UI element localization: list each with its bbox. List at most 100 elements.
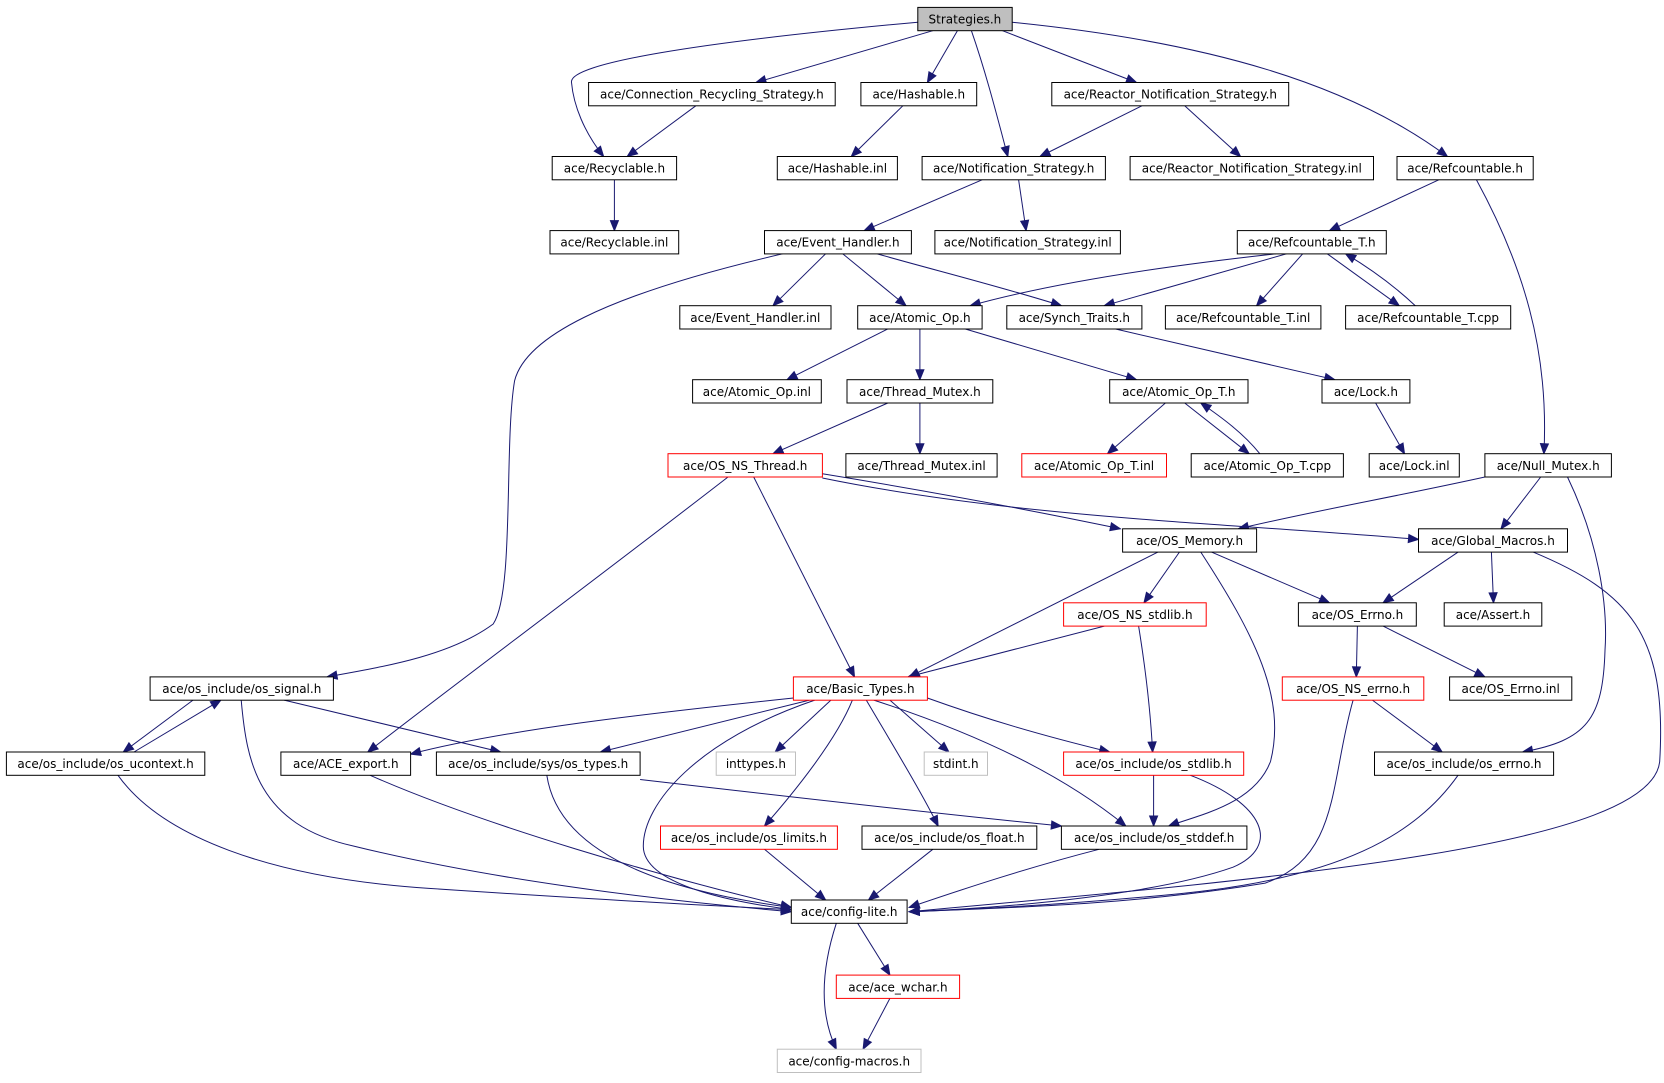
dependency-edges: [117, 21, 1662, 1051]
edge-global_macros_h-to-os_errno_h: [1381, 551, 1459, 604]
edge-os_ns_thread_h-to-global_macros_h: [822, 477, 1420, 544]
node-assert-h[interactable]: ace/Assert.h: [1443, 602, 1543, 627]
node-label: ace/os_include/sys/os_types.h: [448, 757, 628, 771]
node-event-handler-inl[interactable]: ace/Event_Handler.inl: [679, 305, 832, 330]
node-box: [549, 230, 680, 255]
arrowhead: [1539, 442, 1550, 456]
node-thread-mutex-h[interactable]: ace/Thread_Mutex.h: [846, 379, 994, 404]
node-os-limits-h[interactable]: ace/os_include/os_limits.h: [660, 825, 838, 850]
node-notification-strategy-inl[interactable]: ace/Notification_Strategy.inl: [934, 230, 1121, 255]
node-basic-types-h[interactable]: ace/Basic_Types.h: [792, 676, 928, 701]
node-atomic-op-inl[interactable]: ace/Atomic_Op.inl: [692, 379, 822, 404]
node-label: ace/Basic_Types.h: [806, 682, 914, 696]
node-strategies-h[interactable]: Strategies.h: [917, 6, 1013, 32]
edge-atomic_op_t_h-to-atomic_op_t_inl: [1106, 402, 1166, 455]
edge-ace_wchar_h-to-config_macros_h: [862, 998, 891, 1051]
node-connection-recycling-strategy-h[interactable]: ace/Connection_Recycling_Strategy.h: [588, 82, 836, 107]
node-config-macros-h[interactable]: ace/config-macros.h: [776, 1048, 922, 1073]
node-refcountable-h[interactable]: ace/Refcountable.h: [1396, 156, 1534, 181]
node-hashable-inl[interactable]: ace/Hashable.inl: [776, 156, 898, 181]
arrowhead: [1255, 294, 1268, 307]
node-event-handler-h[interactable]: ace/Event_Handler.h: [764, 230, 912, 255]
node-reactor-notification-strategy-h[interactable]: ace/Reactor_Notification_Strategy.h: [1051, 82, 1290, 107]
node-refcountable-t-h[interactable]: ace/Refcountable_T.h: [1236, 230, 1387, 255]
edge-notification_strategy_h-to-notification_strategy_inl: [1018, 179, 1030, 232]
node-label: ace/os_include/os_signal.h: [162, 682, 321, 696]
arrowhead: [1147, 741, 1157, 754]
node-os-ucontext-h[interactable]: ace/os_include/os_ucontext.h: [5, 751, 206, 776]
node-label: ace/Notification_Strategy.inl: [944, 236, 1112, 250]
node-null-mutex-h[interactable]: ace/Null_Mutex.h: [1484, 453, 1612, 478]
node-ace-wchar-h[interactable]: ace/ace_wchar.h: [835, 974, 961, 999]
arrowhead: [771, 445, 785, 455]
node-os-memory-h[interactable]: ace/OS_Memory.h: [1122, 528, 1258, 553]
node-recyclable-inl[interactable]: ace/Recyclable.inl: [549, 230, 680, 255]
node-recyclable-h[interactable]: ace/Recyclable.h: [551, 156, 678, 181]
node-lock-h[interactable]: ace/Lock.h: [1321, 379, 1411, 404]
node-ace-export-h[interactable]: ace/ACE_export.h: [280, 751, 412, 776]
node-box: [921, 156, 1106, 181]
arrowhead: [907, 899, 921, 909]
node-box: [1396, 156, 1534, 181]
edge-os_memory_h-to-os_errno_h: [1211, 551, 1331, 604]
arrowhead: [593, 145, 605, 158]
node-atomic-op-t-h[interactable]: ace/Atomic_Op_T.h: [1109, 379, 1249, 404]
node-label: inttypes.h: [726, 757, 786, 771]
edge-os_ns_stdlib_h-to-os_stdlib_h: [1138, 626, 1157, 754]
node-atomic-op-t-cpp[interactable]: ace/Atomic_Op_T.cpp: [1190, 453, 1344, 478]
node-os-float-h[interactable]: ace/os_include/os_float.h: [861, 825, 1038, 850]
node-refcountable-t-cpp[interactable]: ace/Refcountable_T.cpp: [1345, 305, 1512, 330]
arrowhead: [1229, 145, 1242, 158]
edge-strategies_h-to-notification_strategy_h: [970, 30, 1010, 158]
node-label: ace/Refcountable_T.inl: [1176, 311, 1310, 325]
node-os-ns-errno-h[interactable]: ace/OS_NS_errno.h: [1281, 676, 1425, 701]
arrowhead: [1148, 815, 1159, 828]
node-os-errno-h-inc[interactable]: ace/os_include/os_errno.h: [1374, 751, 1555, 776]
node-os-stddef-h[interactable]: ace/os_include/os_stddef.h: [1060, 825, 1248, 850]
node-label: Strategies.h: [929, 13, 1002, 27]
edge-os_ucontext_h-to-os_signal_h: [133, 699, 223, 753]
node-reactor-notification-strategy-inl[interactable]: ace/Reactor_Notification_Strategy.inl: [1129, 156, 1374, 181]
node-box: [1297, 602, 1417, 627]
node-notification-strategy-h[interactable]: ace/Notification_Strategy.h: [921, 156, 1106, 181]
node-label: ace/Recyclable.h: [564, 162, 665, 176]
node-box: [764, 230, 912, 255]
edge-os_ns_stdlib_h-to-basic_types_h: [906, 625, 1105, 679]
node-os-ns-stdlib-h[interactable]: ace/OS_NS_stdlib.h: [1063, 602, 1207, 627]
arrowhead: [1019, 219, 1030, 232]
arrowhead: [926, 71, 937, 84]
node-os-stdlib-h[interactable]: ace/os_include/os_stdlib.h: [1063, 751, 1245, 776]
node-global-macros-h[interactable]: ace/Global_Macros.h: [1418, 528, 1568, 553]
node-hashable-h[interactable]: ace/Hashable.h: [860, 82, 978, 107]
node-thread-mutex-inl[interactable]: ace/Thread_Mutex.inl: [845, 453, 998, 478]
edge-notification_strategy_h-to-event_handler_h: [862, 179, 983, 232]
node-label: ace/Thread_Mutex.inl: [857, 459, 985, 473]
node-sys-os-types-h[interactable]: ace/os_include/sys/os_types.h: [435, 751, 641, 776]
node-label: ace/OS_NS_stdlib.h: [1077, 608, 1192, 622]
node-stdint-h[interactable]: stdint.h: [923, 751, 989, 776]
node-os-signal-h[interactable]: ace/os_include/os_signal.h: [149, 676, 334, 701]
node-refcountable-t-inl[interactable]: ace/Refcountable_T.inl: [1164, 305, 1322, 330]
edge-basic_types_h-to-os_stdlib_h: [927, 697, 1112, 755]
node-box: [1418, 528, 1568, 553]
node-config-lite-h[interactable]: ace/config-lite.h: [790, 899, 908, 924]
node-synch-traits-h[interactable]: ace/Synch_Traits.h: [1006, 305, 1143, 330]
edge-recyclable_h-to-recyclable_inl: [609, 179, 620, 232]
node-os-errno-inl[interactable]: ace/OS_Errno.inl: [1449, 676, 1573, 701]
edge-refcountable_t_h-to-synch_traits_h: [1103, 253, 1287, 308]
edge-reactor_notification_strategy_h-to-notification_strategy_h: [1038, 105, 1143, 158]
arrowhead: [845, 665, 856, 679]
node-os-errno-h[interactable]: ace/OS_Errno.h: [1297, 602, 1417, 627]
node-atomic-op-t-inl[interactable]: ace/Atomic_Op_T.inl: [1021, 453, 1167, 478]
arrowhead: [850, 145, 863, 158]
node-inttypes-h[interactable]: inttypes.h: [715, 751, 797, 776]
node-os-ns-thread-h[interactable]: ace/OS_NS_Thread.h: [667, 453, 823, 478]
node-label: ace/config-lite.h: [801, 905, 898, 919]
node-atomic-op-h[interactable]: ace/Atomic_Op.h: [857, 305, 983, 330]
node-label: ace/ACE_export.h: [293, 757, 399, 771]
node-lock-inl[interactable]: ace/Lock.inl: [1368, 453, 1460, 478]
node-box: [1443, 602, 1543, 627]
node-label: stdint.h: [933, 757, 979, 771]
node-label: ace/os_include/os_stdlib.h: [1075, 757, 1231, 771]
